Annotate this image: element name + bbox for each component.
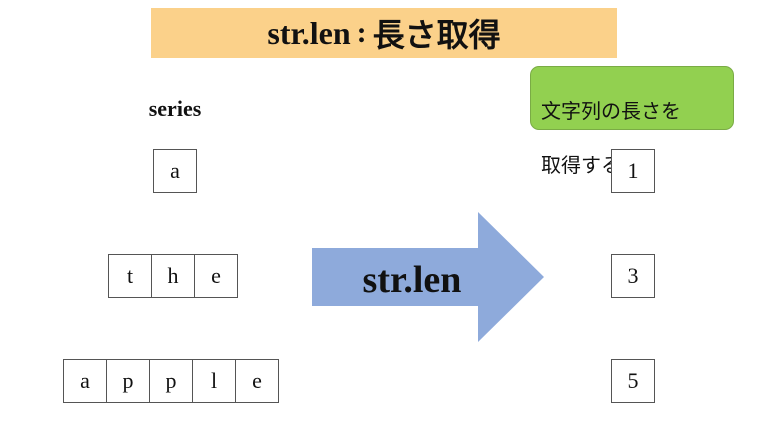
input-char-cell: l — [192, 359, 236, 403]
input-char-cell: p — [149, 359, 193, 403]
input-row-2: t h e — [108, 254, 238, 298]
title-banner: str.len : 長さ取得 — [151, 8, 617, 58]
note-callout: 文字列の長さを 取得する. — [530, 66, 734, 177]
arrow-label: str.len — [362, 259, 462, 301]
title-separator: : — [356, 16, 367, 49]
input-char-cell: a — [153, 149, 197, 193]
output-length-cell: 3 — [611, 254, 655, 298]
arrow-shape — [312, 212, 544, 342]
output-row-1: 1 — [611, 149, 655, 193]
output-row-3: 5 — [611, 359, 655, 403]
input-char-cell: t — [108, 254, 152, 298]
output-length-cell: 1 — [611, 149, 655, 193]
input-char-cell: p — [106, 359, 150, 403]
note-line-1: 文字列の長さを — [541, 99, 681, 123]
input-row-1: a — [153, 149, 197, 193]
transform-arrow — [312, 212, 544, 342]
title-description: 長さ取得 — [372, 16, 501, 54]
input-char-cell: e — [194, 254, 238, 298]
input-char-cell: a — [63, 359, 107, 403]
series-label: series — [148, 96, 202, 121]
output-row-2: 3 — [611, 254, 655, 298]
input-char-cell: h — [151, 254, 195, 298]
input-char-cell: e — [235, 359, 279, 403]
input-row-3: a p p l e — [63, 359, 279, 403]
output-length-cell: 5 — [611, 359, 655, 403]
title-method: str.len — [267, 14, 351, 51]
